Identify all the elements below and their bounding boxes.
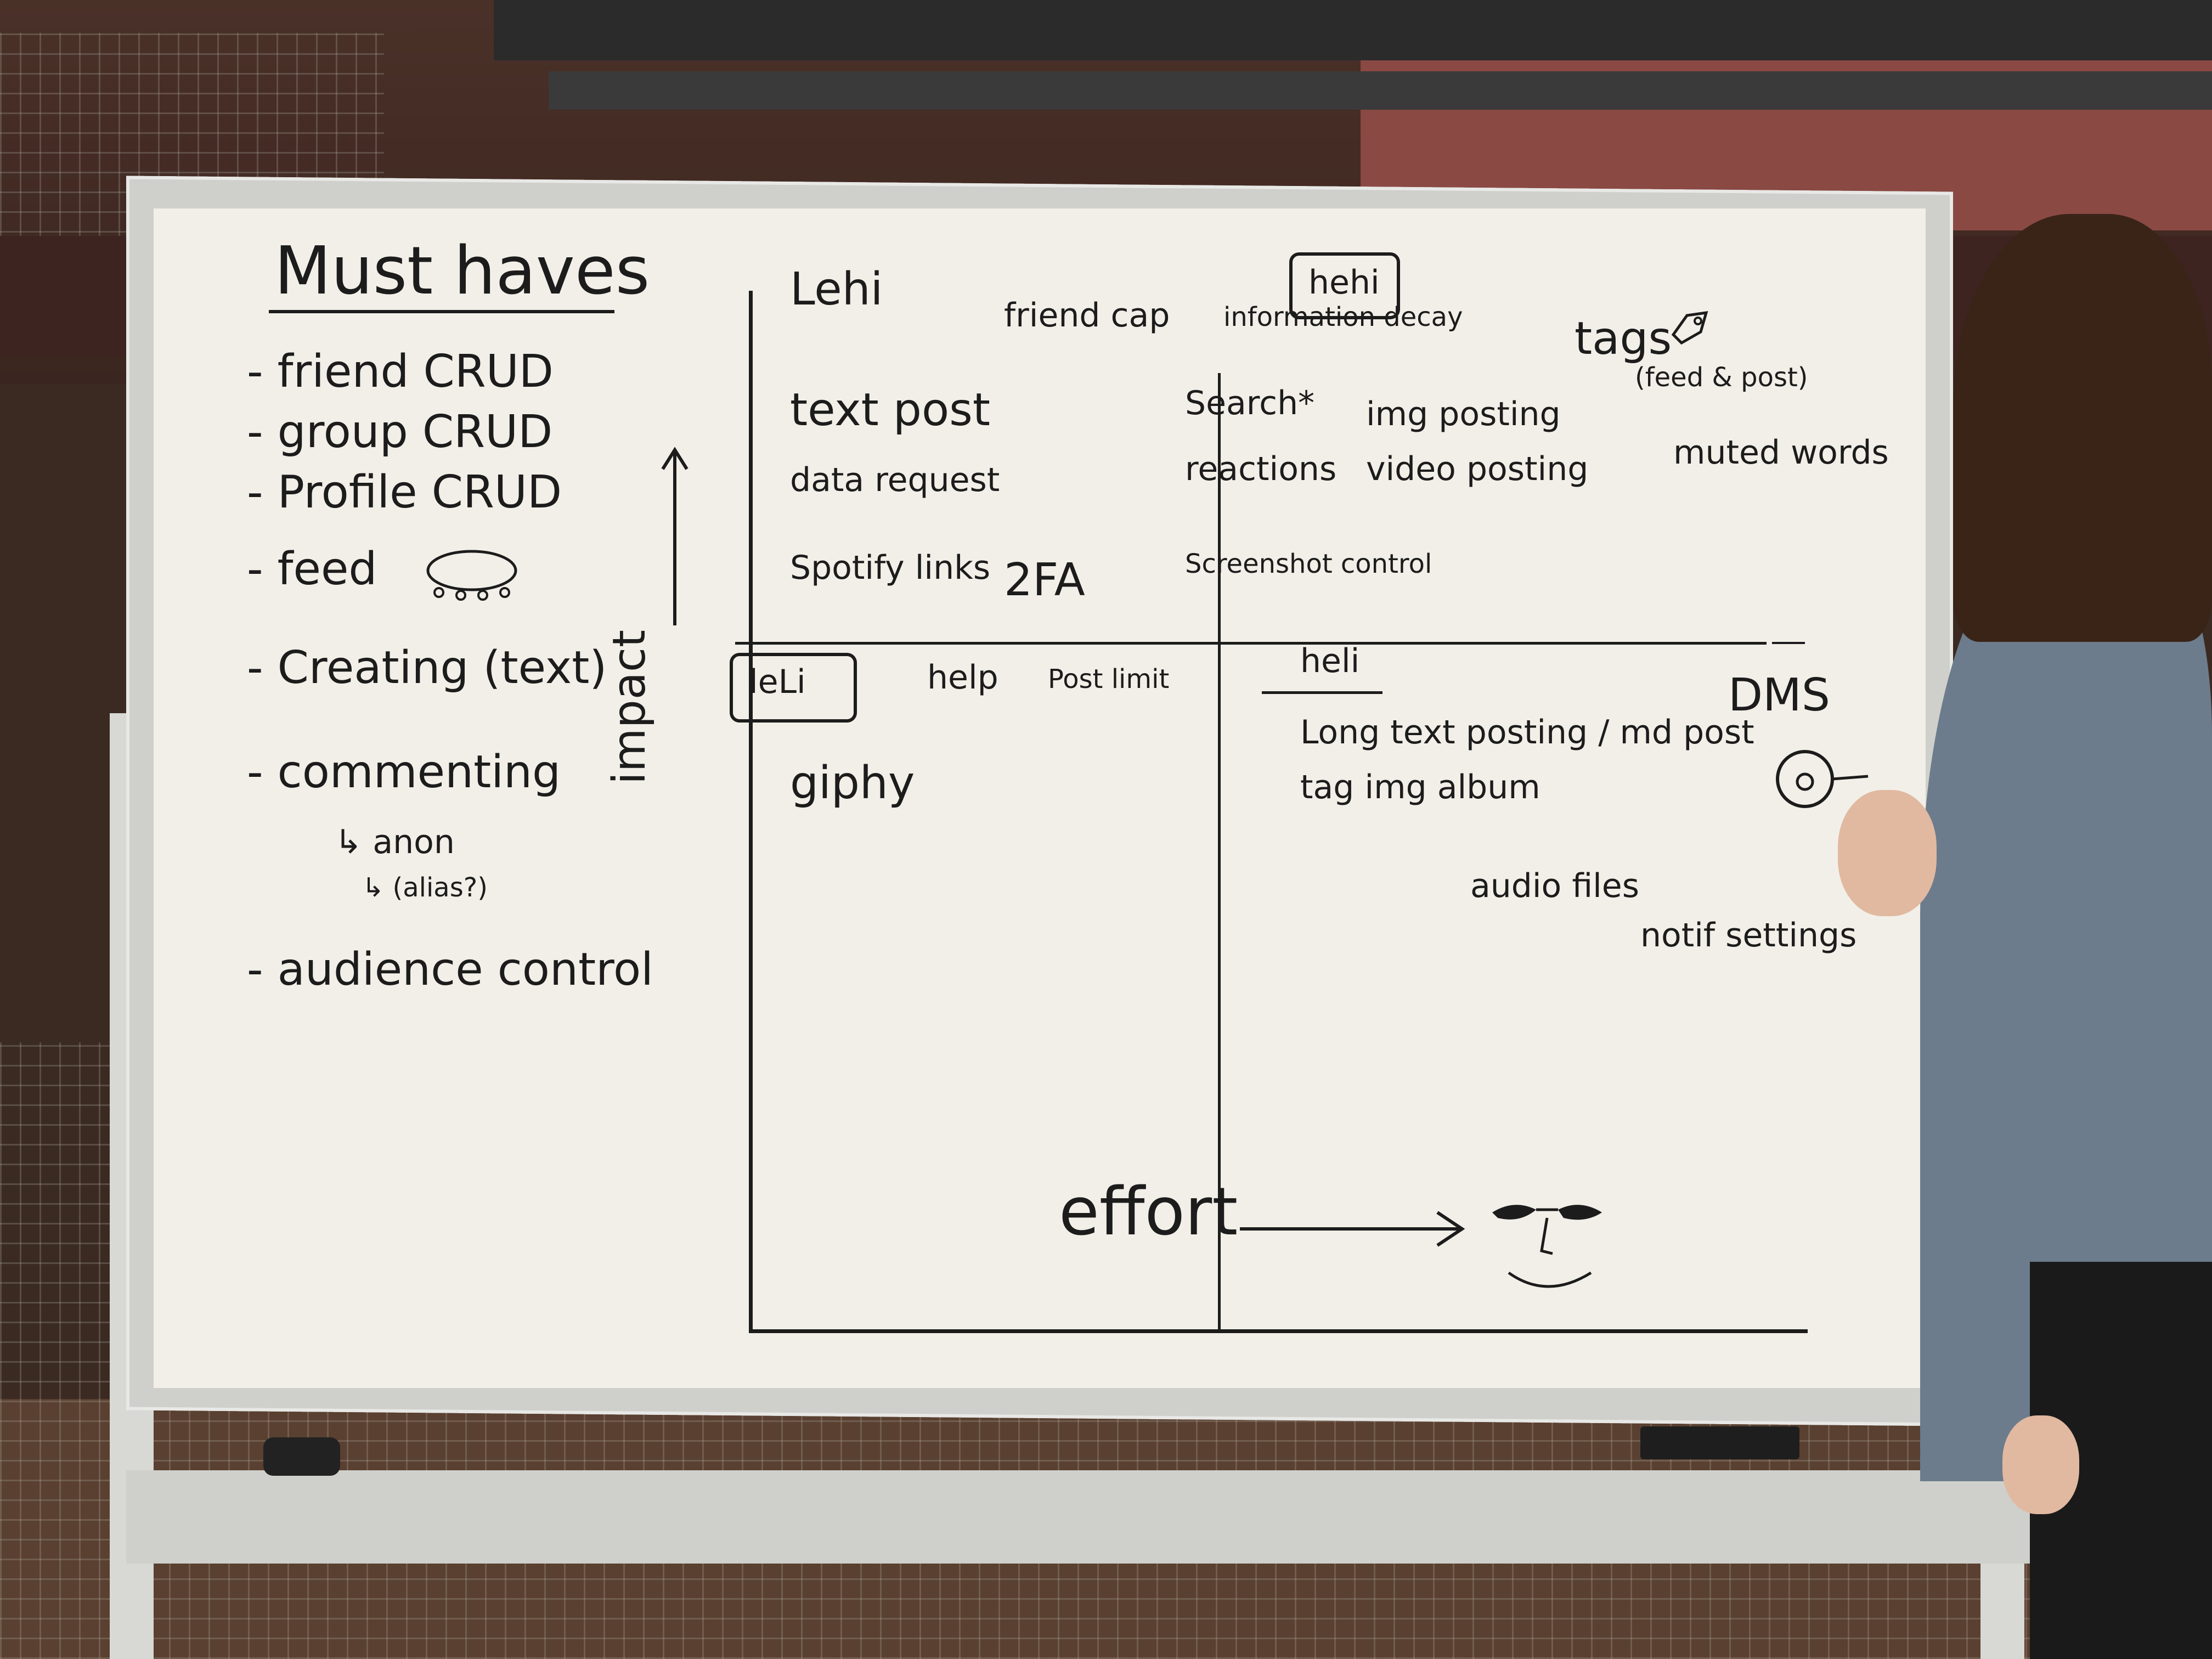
x-axis-line — [749, 1329, 1808, 1333]
marker-tray — [1640, 1426, 1799, 1459]
matrix-item: 2FA — [1004, 554, 1085, 606]
matrix-item: text post — [790, 384, 990, 436]
tag-icon — [1671, 311, 1708, 345]
matrix-item: muted words — [1673, 433, 1889, 472]
matrix-item: friend cap — [1004, 296, 1170, 335]
matrix-item: Screenshot control — [1185, 549, 1432, 579]
must-have-item: - Profile CRUD — [247, 466, 562, 518]
must-have-item: - friend CRUD — [247, 346, 554, 398]
overhead-pipe — [494, 0, 2212, 60]
x-axis-label: effort — [1059, 1174, 1238, 1250]
matrix-item: help — [927, 658, 998, 697]
whiteboard: Must haves - friend CRUD - group CRUD - … — [154, 208, 1926, 1388]
dms-circle-doodle-icon — [1776, 750, 1869, 808]
quadrant-label-leli: leLi — [749, 663, 806, 701]
quadrant-label-hehi: hehi — [1308, 263, 1380, 302]
must-haves-title: Must haves — [274, 233, 650, 309]
matrix-item: DMS — [1728, 669, 1830, 721]
person-hair — [1953, 214, 2212, 642]
quadrant-label-heli: heli — [1300, 642, 1360, 680]
horizontal-divider — [735, 642, 1767, 645]
stand-crossbar — [126, 1470, 2046, 1564]
person-hand-with-marker — [1838, 790, 1937, 916]
matrix-item: img posting — [1366, 395, 1561, 433]
sunglasses-face-doodle-icon — [1492, 1205, 1602, 1288]
matrix-item: tags — [1575, 313, 1672, 365]
must-have-subitem: ↳ (alias?) — [362, 872, 488, 903]
matrix-item: data request — [790, 461, 1000, 499]
must-have-item: - feed — [247, 543, 377, 595]
must-have-item: - audience control — [247, 944, 653, 996]
person-hand-lower — [2002, 1415, 2079, 1514]
must-have-item: - group CRUD — [247, 406, 553, 458]
overhead-pipe-lower — [549, 71, 2212, 110]
matrix-item: giphy — [790, 757, 915, 809]
matrix-item: (feed & post) — [1635, 362, 1808, 393]
vertical-divider — [1218, 373, 1221, 1333]
title-underline — [269, 310, 614, 313]
matrix-item: Long text posting / md post — [1300, 713, 1754, 752]
y-axis-line — [749, 291, 753, 1333]
quadrant-label-box-leli — [730, 653, 857, 723]
matrix-item: audio files — [1470, 867, 1639, 905]
must-have-item: - Creating (text) — [247, 642, 607, 694]
quadrant-label-box-hehi — [1289, 252, 1400, 319]
y-axis-label: impact — [603, 629, 656, 785]
must-have-subitem: ↳ anon — [335, 823, 455, 861]
right-arrow-icon — [1240, 1211, 1465, 1247]
heli-underline — [1262, 691, 1383, 694]
matrix-item: video posting — [1366, 450, 1589, 488]
matrix-item: reactions — [1185, 450, 1337, 488]
up-arrow-icon — [661, 447, 689, 625]
whiteboard-eraser — [263, 1437, 340, 1476]
matrix-item: notif settings — [1640, 916, 1857, 955]
cat-doodle-icon — [426, 550, 517, 601]
must-have-item: - commenting — [247, 746, 561, 798]
matrix-item: Post limit — [1048, 664, 1170, 695]
matrix-item: Search* — [1185, 384, 1315, 422]
dashed-divider — [1273, 642, 1810, 644]
quadrant-label-lehi: Lehi — [790, 263, 883, 315]
matrix-item: Spotify links — [790, 549, 991, 587]
matrix-item: tag img album — [1300, 768, 1541, 806]
